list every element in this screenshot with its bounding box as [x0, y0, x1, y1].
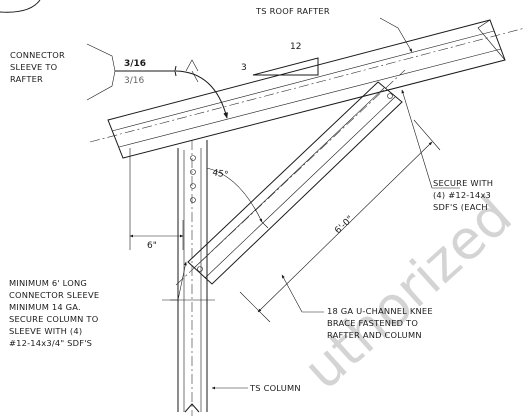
u-channel-note-2: BRACE FASTENED TO	[327, 318, 418, 328]
leader-lines	[162, 17, 460, 390]
min-sleeve-note-5: SLEEVE WITH (4)	[9, 326, 82, 336]
u-channel-note-3: RAFTER AND COLUMN	[327, 330, 422, 340]
angle-label: 45°	[211, 168, 228, 181]
weld-size-bottom: 3/16	[124, 76, 144, 86]
secure-with-label-1: SECURE WITH	[433, 178, 493, 188]
ts-column	[170, 140, 215, 416]
brace-length-label: 6'-0"	[333, 214, 355, 236]
knee-brace	[175, 69, 406, 286]
u-channel-note-1: 18 GA U-CHANNEL KNEE	[327, 306, 433, 316]
slope-rise-value: 3	[241, 63, 247, 73]
min-sleeve-note-1: MINIMUM 6' LONG	[9, 278, 87, 288]
weld-size-top: 3/16	[124, 59, 146, 69]
min-sleeve-note-4: SECURE COLUMN TO	[9, 314, 99, 324]
slope-run-value: 12	[290, 42, 301, 52]
watermark: uthorized	[292, 184, 524, 402]
min-sleeve-note-3: MINIMUM 14 GA.	[9, 302, 81, 312]
connector-sleeve-label-1: CONNECTOR	[10, 50, 65, 60]
slope-indicator	[252, 57, 319, 76]
detail-bubble-fragment	[0, 0, 41, 13]
roof-rafter	[89, 19, 525, 159]
connector-sleeve-label-2: SLEEVE TO	[10, 62, 58, 72]
min-sleeve-note-6: #12-14x3/4" SDF'S	[9, 338, 92, 348]
six-inch-dimension	[129, 148, 184, 250]
secure-with-label-3: SDF'S (EACH	[433, 202, 488, 212]
connector-sleeve-label-3: RAFTER	[10, 74, 43, 84]
min-sleeve-note-2: CONNECTOR SLEEVE	[9, 290, 99, 300]
ts-roof-rafter-label: TS ROOF RAFTER	[255, 6, 330, 16]
ts-column-label: TS COLUMN	[249, 383, 301, 393]
weld-symbol	[86, 43, 228, 119]
six-inch-label: 6"	[147, 241, 157, 251]
secure-with-label-2: (4) #12-14x3	[433, 190, 491, 200]
